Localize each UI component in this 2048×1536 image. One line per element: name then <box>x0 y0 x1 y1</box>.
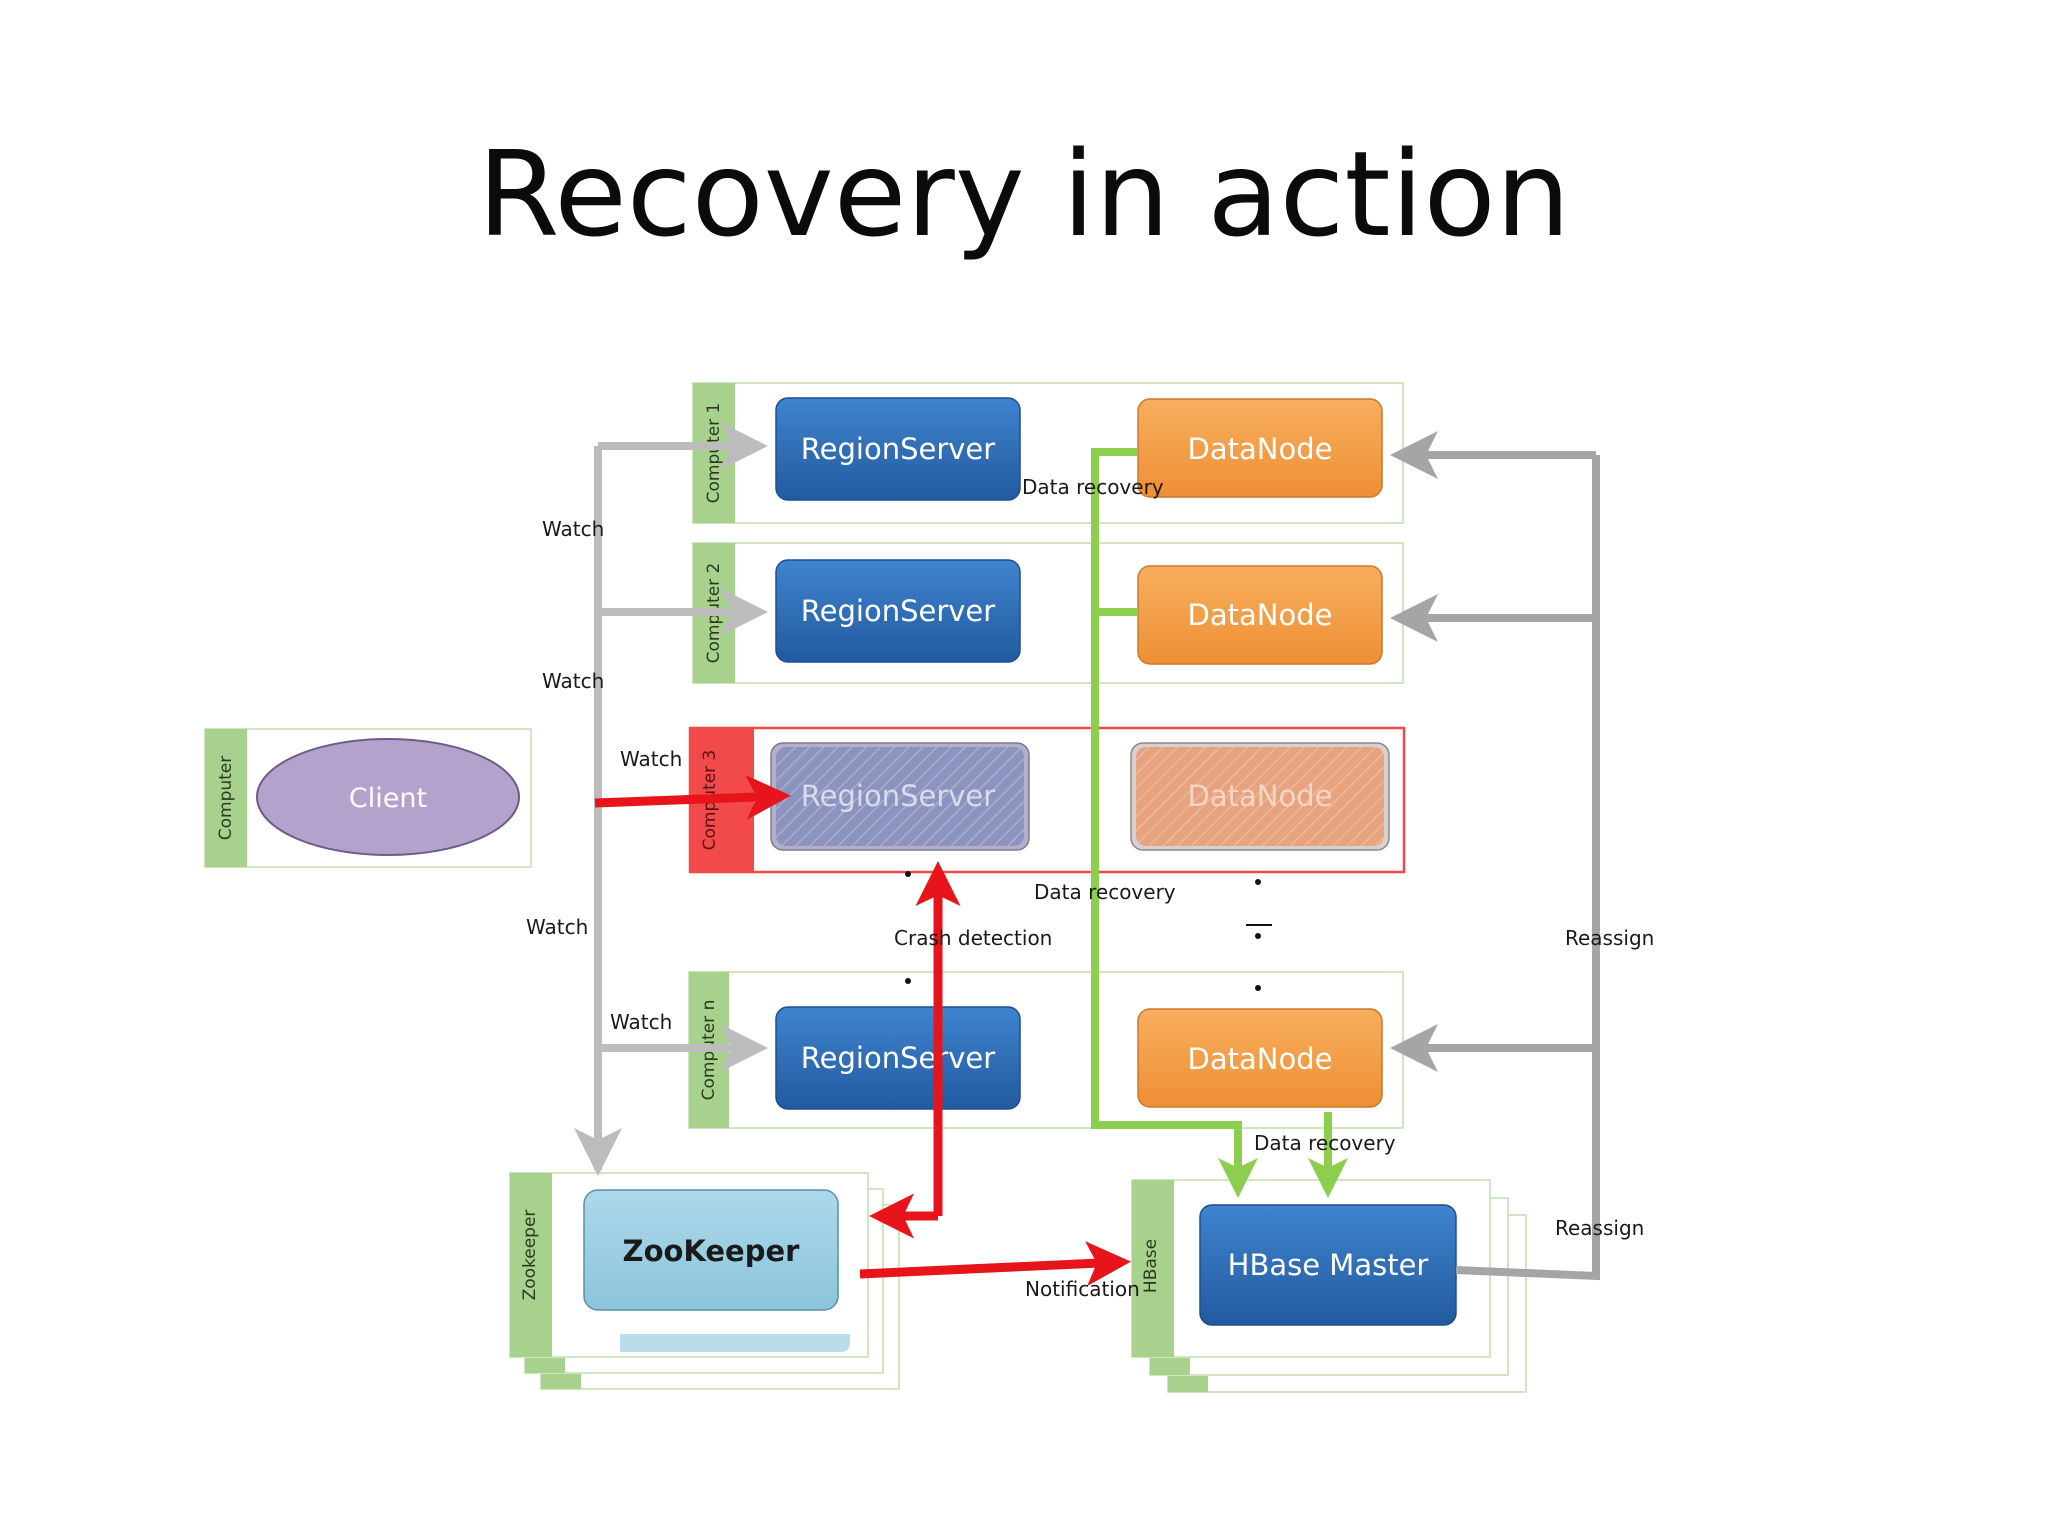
data-recovery-arrows <box>1091 448 1348 1198</box>
datanode-n-label: DataNode <box>1188 1042 1333 1076</box>
watch-label-5: Watch <box>610 1010 672 1034</box>
computer-n-panel: Computer n RegionServer DataNode <box>688 971 1404 1129</box>
regionserver-2-label: RegionServer <box>801 594 995 628</box>
hbase-master-label: HBase Master <box>1228 1248 1429 1282</box>
computer-3-panel: Computer 3 RegionServer DataNode <box>688 726 1406 874</box>
zookeeper-side-label: Zookeeper <box>520 1210 540 1301</box>
regionserver-n-label: RegionServer <box>801 1041 995 1075</box>
datanode-3-label: DataNode <box>1188 779 1333 813</box>
ellipsis-dots <box>905 871 1272 991</box>
client-side-label: Computer <box>216 756 236 841</box>
crash-detection-label: Crash detection <box>894 926 1052 950</box>
hbase-side-label: HBase <box>1141 1239 1161 1293</box>
watch-label-3: Watch <box>620 747 682 771</box>
reassign-arrows <box>1390 431 1600 1281</box>
hbase-master-node <box>1199 1204 1457 1326</box>
failure-arrows <box>594 774 1131 1287</box>
zookeeper-node <box>583 1189 839 1311</box>
zookeeper-label: ZooKeeper <box>623 1234 801 1268</box>
notification-label: Notification <box>1025 1277 1140 1301</box>
reassign-label-1: Reassign <box>1565 926 1654 950</box>
regionserver-n <box>775 1006 1021 1110</box>
data-recovery-label-2: Data recovery <box>1034 880 1176 904</box>
data-recovery-label-3: Data recovery <box>1254 1131 1396 1155</box>
regionserver-2 <box>775 559 1021 663</box>
computer-1-side-label: Computer 1 <box>704 403 724 504</box>
datanode-2-label: DataNode <box>1188 598 1333 632</box>
regionserver-1-label: RegionServer <box>801 432 995 466</box>
client-panel: Computer Client <box>204 728 532 868</box>
hbase-panel: HBase HBase Master <box>1131 1179 1527 1393</box>
client-label: Client <box>349 783 427 814</box>
computer-1-panel: Computer 1 RegionServer DataNode <box>692 382 1404 524</box>
data-recovery-label-1: Data recovery <box>1022 475 1164 499</box>
watch-arrows <box>574 422 768 1176</box>
computer-2-panel: Computer 2 RegionServer DataNode <box>692 542 1404 684</box>
datanode-n <box>1137 1008 1383 1108</box>
datanode-1-label: DataNode <box>1188 432 1333 466</box>
client-node <box>256 738 520 856</box>
zookeeper-panel: Zookeeper ZooKeeper <box>509 1172 900 1390</box>
reassign-label-2: Reassign <box>1555 1216 1644 1240</box>
regionserver-3-label: RegionServer <box>801 779 995 813</box>
watch-label-1: Watch <box>542 517 604 541</box>
regionserver-1 <box>775 397 1021 501</box>
slide-title: Recovery in action <box>477 125 1571 263</box>
watch-label-4: Watch <box>526 915 588 939</box>
watch-label-2: Watch <box>542 669 604 693</box>
